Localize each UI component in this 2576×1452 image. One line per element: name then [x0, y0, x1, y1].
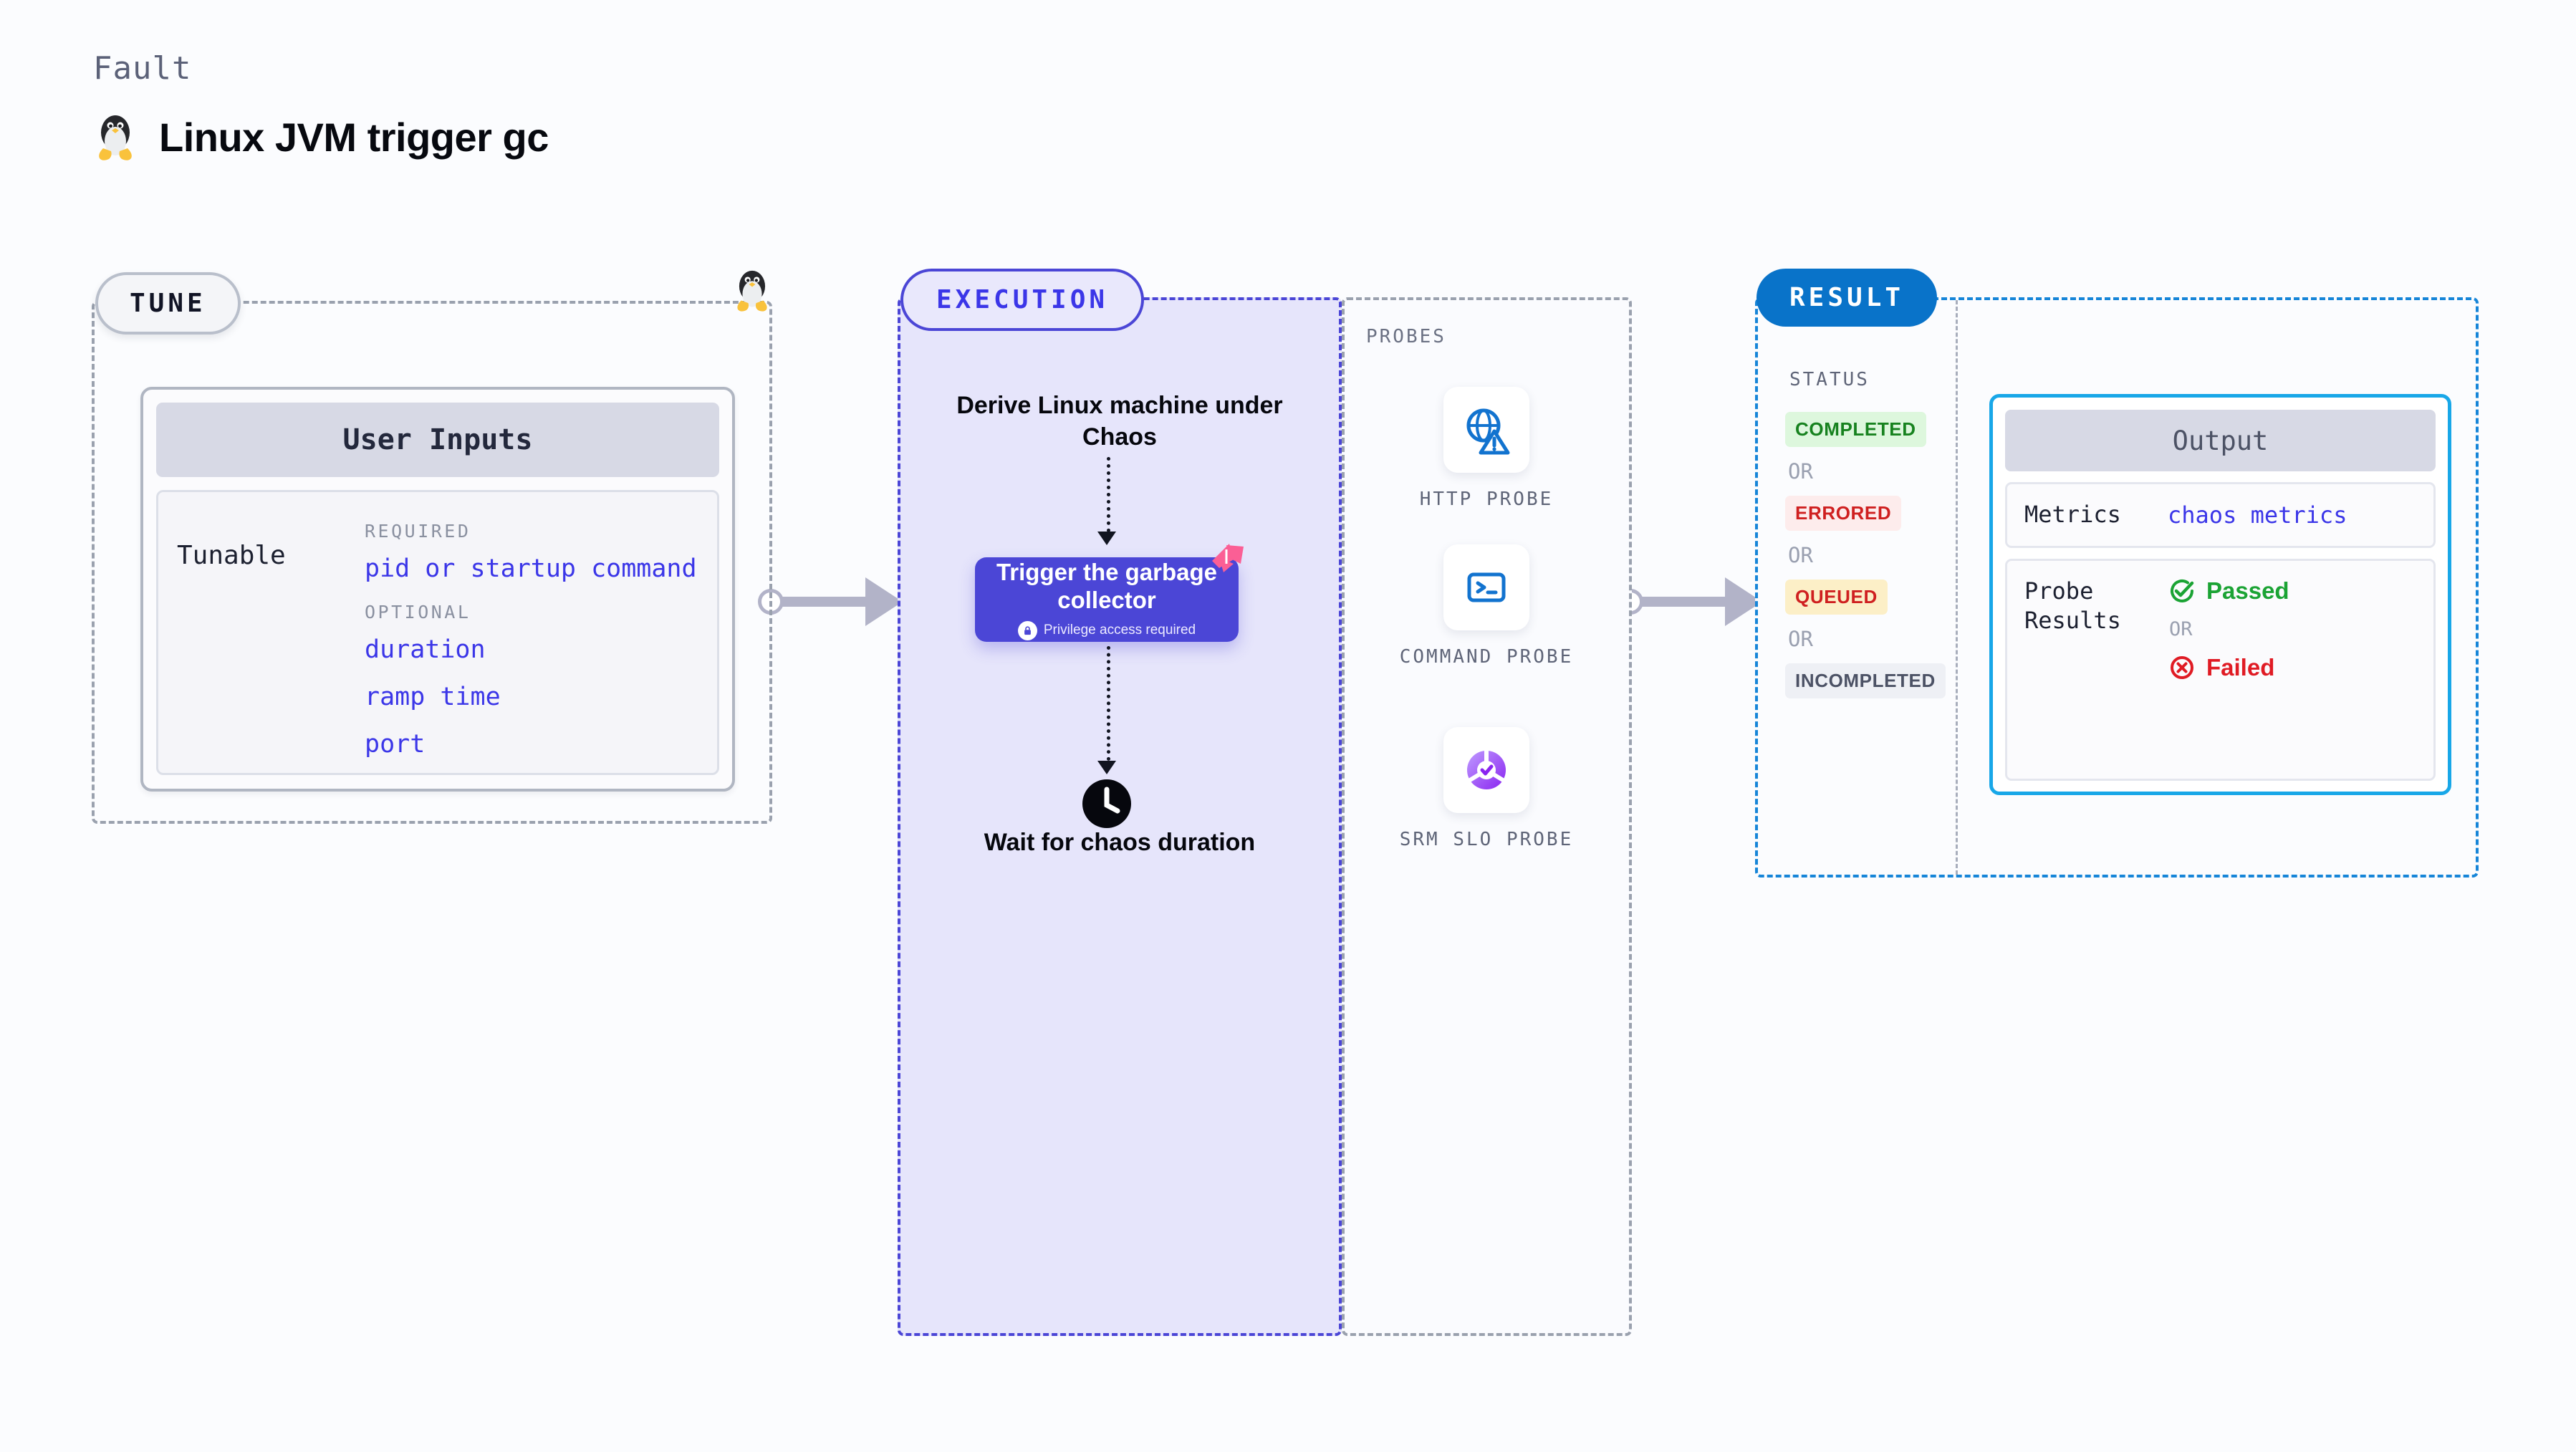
output-card: Output Metrics chaos metrics Probe Resul… — [1989, 394, 2451, 795]
probe-result-passed: Passed — [2168, 577, 2289, 605]
or-separator: OR — [1788, 543, 1813, 567]
or-separator: OR — [1788, 459, 1813, 484]
probe-label: SRM SLO PROBE — [1399, 829, 1574, 850]
probe-card-http[interactable]: HTTP PROBE — [1383, 387, 1590, 512]
action-card-title: Trigger the garbage collector — [996, 559, 1218, 613]
probe-label: COMMAND PROBE — [1399, 646, 1574, 668]
page-title-row: Linux JVM trigger gc — [93, 111, 549, 163]
privilege-note: Privilege access required — [1017, 620, 1196, 640]
probe-result-failed: Failed — [2168, 653, 2289, 682]
failed-label: Failed — [2206, 653, 2275, 681]
result-column-divider — [1956, 300, 1958, 875]
user-inputs-card: User Inputs Tunable REQUIRED pid or star… — [140, 387, 735, 792]
harness-ribbon-icon — [1209, 542, 1248, 582]
passed-label: Passed — [2206, 577, 2289, 604]
check-circle-icon — [2171, 579, 2194, 602]
step-wait-duration: Wait for chaos duration — [984, 829, 1256, 856]
probe-card-command[interactable]: COMMAND PROBE — [1383, 544, 1590, 670]
tunable-label: Tunable — [177, 541, 286, 570]
probes-section-label: PROBES — [1366, 326, 1446, 347]
user-inputs-title: User Inputs — [156, 403, 719, 477]
or-separator: OR — [1788, 627, 1813, 651]
tune-section-pill[interactable]: TUNE — [95, 272, 241, 335]
tunable-list: REQUIRED pid or startup command OPTIONAL… — [349, 516, 698, 759]
output-metrics-value[interactable]: chaos metrics — [2168, 501, 2347, 529]
action-card-trigger-gc[interactable]: Trigger the garbage collector Privilege … — [975, 557, 1239, 642]
output-row-metrics: Metrics chaos metrics — [2005, 482, 2436, 548]
status-column-label: STATUS — [1789, 369, 1870, 390]
tunable-item[interactable]: pid or startup command — [365, 554, 697, 583]
x-circle-icon — [2171, 655, 2193, 679]
tux-penguin-icon — [93, 111, 138, 163]
output-probe-key: Probe Results — [2024, 577, 2121, 635]
optional-group-label: OPTIONAL — [365, 602, 471, 622]
page-title: Linux JVM trigger gc — [159, 114, 549, 160]
or-separator: OR — [2169, 617, 2193, 640]
page-kicker: Fault — [93, 50, 192, 87]
probe-label: HTTP PROBE — [1419, 489, 1554, 510]
slo-check-icon — [1443, 727, 1529, 813]
terminal-icon — [1443, 544, 1529, 630]
probe-card-srm-slo[interactable]: SRM SLO PROBE — [1383, 727, 1590, 852]
flow-line-1 — [1107, 457, 1110, 532]
probe-result-values: Passed OR Failed — [2168, 577, 2289, 763]
globe-warning-icon — [1443, 387, 1529, 473]
tunable-item[interactable]: port — [365, 730, 426, 759]
lock-icon — [1017, 620, 1037, 640]
step-derive-machine: Derive Linux machine under Chaos — [956, 392, 1283, 451]
output-card-title: Output — [2005, 410, 2436, 471]
output-metrics-key: Metrics — [2024, 501, 2121, 528]
result-section-pill[interactable]: RESULT — [1756, 269, 1938, 327]
status-badge: ERRORED — [1785, 496, 1902, 531]
clock-icon — [1080, 777, 1133, 834]
flow-arrow-1 — [1097, 532, 1116, 545]
status-badge: INCOMPLETED — [1785, 663, 1946, 698]
status-list: COMPLETED OR ERRORED OR QUEUED OR INCOMP… — [1785, 412, 1950, 698]
tunable-item[interactable]: ramp time — [365, 683, 501, 711]
tux-penguin-icon-marker — [732, 266, 772, 317]
status-badge: COMPLETED — [1785, 412, 1926, 447]
output-row-probe-results: Probe Results Passed OR Failed — [2005, 558, 2436, 781]
privilege-note-label: Privilege access required — [1043, 622, 1196, 638]
tune-section-frame — [92, 301, 772, 824]
tunable-item[interactable]: duration — [365, 635, 486, 664]
user-inputs-body: Tunable REQUIRED pid or startup command … — [156, 490, 719, 775]
required-group-label: REQUIRED — [365, 521, 471, 542]
status-badge: QUEUED — [1785, 580, 1888, 615]
execution-section-pill[interactable]: EXECUTION — [900, 269, 1145, 331]
flow-arrow-2 — [1097, 761, 1116, 774]
flow-line-2 — [1107, 646, 1110, 761]
